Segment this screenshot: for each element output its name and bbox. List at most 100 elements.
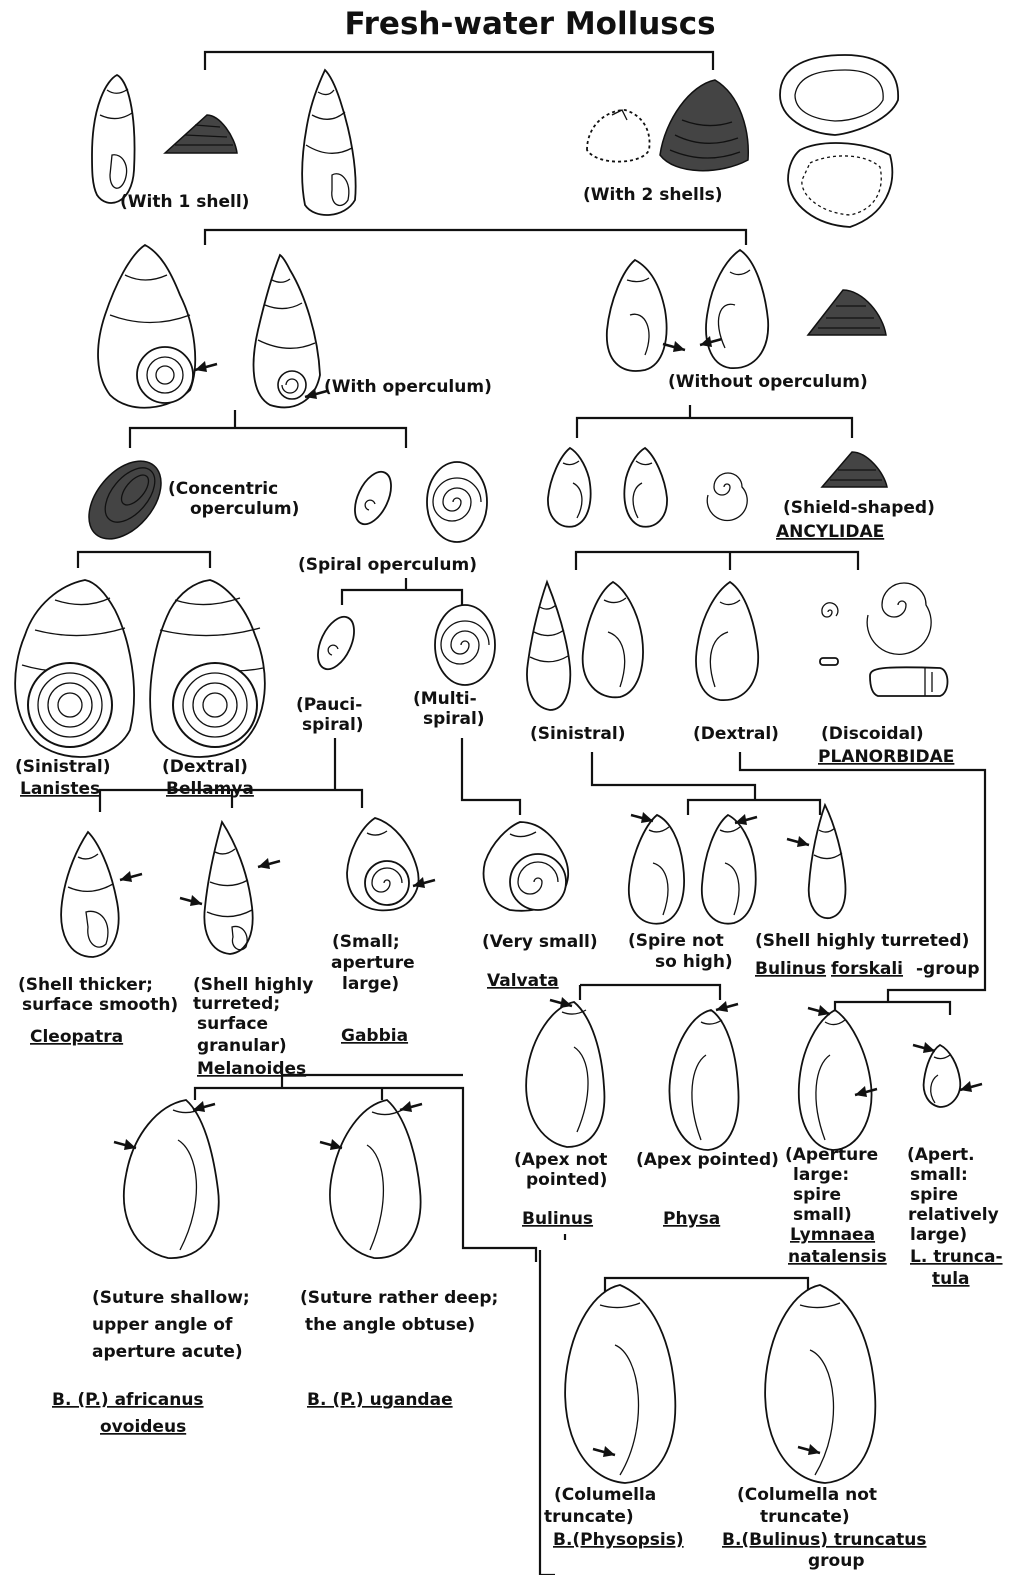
physopsis-shell-icon	[565, 1285, 675, 1483]
gabbia-desc-2: aperture	[331, 953, 415, 973]
taxon-l-trunca: L. trunca-	[910, 1247, 1003, 1267]
taxon-melanoides: Melanoides	[197, 1059, 306, 1079]
taxon-ugandae: B. (P.) ugandae	[307, 1390, 453, 1410]
sinistral-turreted-shell-icon	[527, 582, 570, 710]
multispiral-operculum-icon	[427, 462, 487, 542]
spire-not-high-shell-a-icon	[629, 812, 684, 924]
melanoides-desc-2: turreted;	[193, 994, 280, 1014]
taxon-bulinus-forskali-c: -group	[916, 959, 980, 979]
turreted-operculate-shell-icon	[254, 255, 327, 407]
lymnaea-large-2: large:	[793, 1165, 849, 1185]
taxon-gabbia: Gabbia	[341, 1026, 408, 1046]
taxon-lymnaea: Lymnaea	[790, 1225, 875, 1245]
taxon-tula: tula	[932, 1269, 970, 1289]
label-concentric-2: operculum)	[190, 499, 299, 519]
label-sinistral-lanistes: (Sinistral)	[15, 757, 110, 777]
lymnaea-large-4: small)	[793, 1205, 852, 1225]
label-without-operculum: (Without operculum)	[668, 372, 868, 392]
physa-apex-pointed-shell-icon	[669, 1001, 738, 1150]
label-concentric-1: (Concentric	[168, 479, 278, 499]
label-dextral-group: (Dextral)	[693, 724, 779, 744]
turbinate-shell-icon	[92, 75, 135, 203]
lymnaea-large-3: spire	[793, 1185, 841, 1205]
paucispiral-operculum-icon	[348, 466, 399, 529]
dextral-lymnaea-shell-icon	[696, 582, 758, 700]
truncatula-desc-2: small:	[910, 1165, 968, 1185]
suture-deep-1: (Suture rather deep;	[300, 1288, 498, 1308]
multi-operculum-small-icon	[435, 605, 495, 685]
columella-not-truncate-2: truncate)	[760, 1507, 850, 1527]
taxon-ovoideus: ovoideus	[100, 1417, 186, 1437]
lanistes-shell-icon	[15, 580, 134, 757]
columella-truncate-1: (Columella	[554, 1485, 656, 1505]
dextral-small-shell-icon	[624, 448, 667, 527]
taxon-lanistes: Lanistes	[20, 779, 100, 799]
taxon-physa: Physa	[663, 1209, 720, 1229]
gabbia-shell-icon	[347, 818, 435, 910]
bellamya-shell-icon	[150, 580, 265, 757]
cleopatra-desc-2: surface smooth)	[22, 995, 178, 1015]
label-shield-shaped: (Shield-shaped)	[783, 498, 935, 518]
taxon-physopsis: B.(Physopsis)	[553, 1530, 684, 1550]
planorbid-side-small-icon	[820, 658, 838, 665]
label-discoidal: (Discoidal)	[821, 724, 924, 744]
pauci-operculum-small-icon	[311, 611, 362, 674]
concentric-operculum-icon	[75, 448, 176, 553]
suture-shallow-2: upper angle of	[92, 1315, 233, 1335]
taxon-planorbidae: PLANORBIDAE	[818, 747, 954, 767]
suture-shallow-1: (Suture shallow;	[92, 1288, 250, 1308]
melanoides-desc-4: granular)	[197, 1036, 287, 1056]
label-sinistral-group: (Sinistral)	[530, 724, 625, 744]
taxon-ancylidae: ANCYLIDAE	[776, 522, 884, 542]
valvata-shell-icon	[484, 822, 569, 911]
label-multi-1: (Multi-	[413, 689, 477, 709]
taxon-natalensis: natalensis	[788, 1247, 887, 1267]
highly-turreted-shell-icon	[787, 805, 845, 918]
columella-not-truncate-1: (Columella not	[737, 1485, 877, 1505]
label-pauci-2: spiral)	[302, 715, 364, 735]
bivalve-dark-icon	[660, 80, 748, 171]
taxon-bellamya: Bellamya	[166, 779, 254, 799]
limpet-shell-icon	[165, 115, 237, 153]
truncatus-shell-icon	[765, 1285, 875, 1483]
limpet-shell-right-icon	[808, 290, 886, 335]
apex-not-pointed-2: pointed)	[526, 1170, 607, 1190]
label-with-1-shell: (With 1 shell)	[120, 192, 249, 212]
ancylidae-shell-icon	[822, 452, 887, 487]
ugandae-shell-icon	[320, 1100, 422, 1258]
label-spiral-operculum: (Spiral operculum)	[298, 555, 477, 575]
label-with-2-shells: (With 2 shells)	[583, 185, 723, 205]
lymnaea-truncatula-shell-icon	[913, 1042, 982, 1107]
taxon-bulinus-forskali-a: Bulinus	[755, 959, 826, 979]
apex-not-pointed-1: (Apex not	[514, 1150, 607, 1170]
planorbid-small-icon	[822, 603, 838, 617]
suture-shallow-3: aperture acute)	[92, 1342, 243, 1362]
valvata-desc: (Very small)	[482, 932, 598, 952]
sinistral-physa-shell-icon	[583, 582, 643, 697]
lymnaea-natalensis-shell-icon	[799, 1005, 877, 1150]
taxon-cleopatra: Cleopatra	[30, 1027, 123, 1047]
label-multi-2: spiral)	[423, 709, 485, 729]
cleopatra-shell-icon	[61, 832, 142, 957]
label-dextral-bellamya: (Dextral)	[162, 757, 248, 777]
melanoides-desc-3: surface	[197, 1014, 268, 1034]
bivalve-open-icon	[780, 55, 898, 227]
taxon-truncatus-group: group	[808, 1551, 865, 1571]
gabbia-desc-1: (Small;	[332, 932, 400, 952]
apex-pointed: (Apex pointed)	[636, 1150, 779, 1170]
lymnaea-large-1: (Aperture	[785, 1145, 878, 1165]
bivalve-small-icon	[587, 110, 650, 162]
planorbid-side-large-icon	[870, 667, 948, 696]
gabbia-desc-3: large)	[342, 974, 399, 994]
truncatula-desc-5: large)	[910, 1225, 967, 1245]
lymnaea-shell-right-icon	[700, 250, 768, 368]
label-with-operculum: (With operculum)	[324, 377, 492, 397]
columella-truncate-2: truncate)	[544, 1507, 634, 1527]
spire-not-high-shell-b-icon	[702, 814, 757, 924]
physa-shell-left-icon	[607, 260, 685, 371]
bulinus-shell-icon	[526, 997, 604, 1147]
label-pauci-1: (Pauci-	[296, 695, 362, 715]
taxon-truncatus: B.(Bulinus) truncatus	[722, 1530, 927, 1550]
melanoides-desc-1: (Shell highly	[193, 975, 313, 995]
